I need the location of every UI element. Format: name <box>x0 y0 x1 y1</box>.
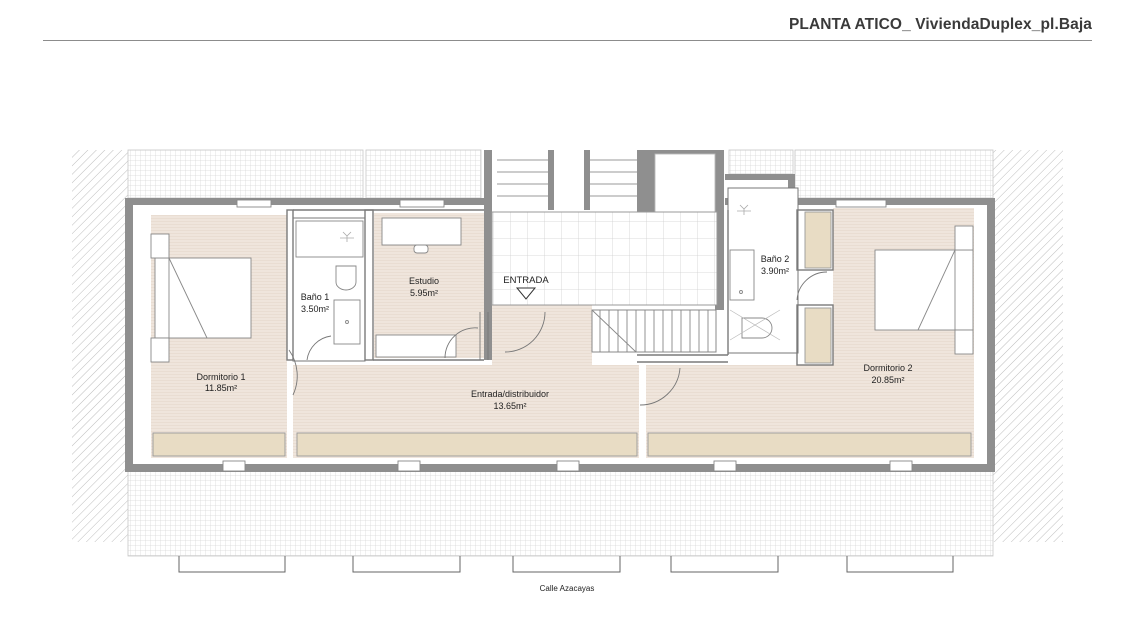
upper-patio-left <box>127 149 364 199</box>
dormitorio2-label: Dormitorio 2 <box>863 363 912 373</box>
dormitorio1-area: 11.85m² <box>205 383 237 393</box>
neighbor-right-hatch <box>993 150 1063 542</box>
interior-walls <box>286 209 834 366</box>
wardrobes <box>152 211 972 457</box>
upper-patio-far-right <box>794 149 994 199</box>
bano1-fixtures <box>295 220 364 345</box>
street-terrace <box>127 470 994 557</box>
entrance-label: ENTRADA <box>503 275 549 286</box>
bano1-area: 3.50m² <box>301 304 329 314</box>
estudio-furniture <box>375 217 462 358</box>
bano2-fixtures <box>729 204 781 341</box>
estudio-label: Estudio <box>409 276 439 286</box>
bano2-area: 3.90m² <box>761 266 789 276</box>
upper-patio-right <box>728 149 794 175</box>
entrance-arrow-icon <box>515 287 537 300</box>
balcony-rails <box>178 556 954 573</box>
dormitorio1-label: Dormitorio 1 <box>196 372 245 382</box>
dormitorio2-floor <box>833 208 974 458</box>
page-title: PLANTA ATICO_ ViviendaDuplex_pl.Baja <box>788 16 1092 33</box>
bed-dormitorio-2 <box>874 225 974 355</box>
upper-patio-mid <box>365 149 482 199</box>
stair-upper <box>497 153 716 221</box>
stair-lower <box>591 309 717 353</box>
estudio-area: 5.95m² <box>410 288 438 298</box>
title-divider <box>43 40 1092 41</box>
street-label: Calle Azacayas <box>540 584 595 593</box>
distribuidor-label: Entrada/distribuidor <box>471 389 549 399</box>
distribuidor-hall <box>492 305 592 367</box>
distribuidor-area: 13.65m² <box>493 401 526 411</box>
bano1-label: Baño 1 <box>301 292 330 302</box>
windows <box>222 199 913 472</box>
bano2-label: Baño 2 <box>761 254 790 264</box>
bed-dormitorio-1 <box>150 233 252 363</box>
neighbor-left-hatch <box>72 150 128 542</box>
door-swings <box>288 271 828 406</box>
dormitorio2-area: 20.85m² <box>871 375 904 385</box>
